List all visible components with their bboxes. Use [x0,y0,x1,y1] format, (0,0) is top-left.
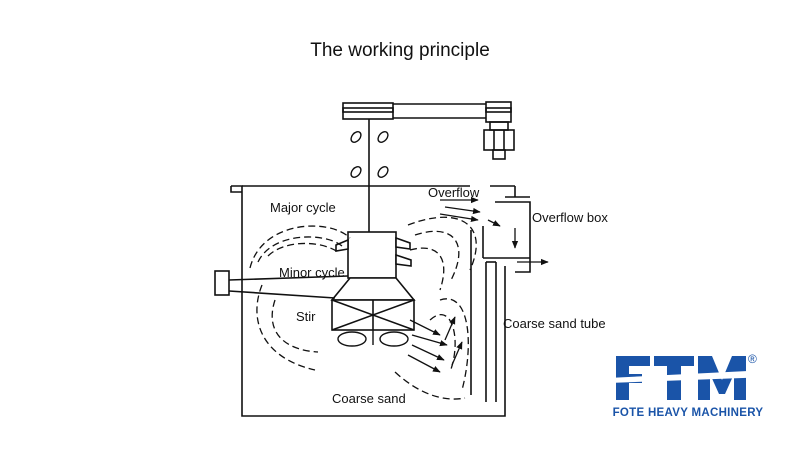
diagram-title: The working principle [310,40,490,61]
bearing-rollers [350,131,389,178]
label-major-cycle: Major cycle [270,200,336,215]
coarse-sand-tube [470,230,497,402]
brand-caption: FOTE HEAVY MACHINERY [612,407,764,419]
label-stir: Stir [296,309,316,324]
stirrer-assembly [330,231,416,331]
label-coarse-sand-tube: Coarse sand tube [503,316,606,331]
side-bracket [214,270,349,299]
impeller-blades [337,330,409,347]
label-overflow-box: Overflow box [532,210,608,225]
label-coarse-sand: Coarse sand [332,391,406,406]
motor [483,121,515,160]
ftm-logo [608,356,768,400]
label-overflow: Overflow [428,185,480,200]
tank [230,185,530,417]
label-minor-cycle: Minor cycle [279,265,345,280]
flow-lines [249,216,477,400]
overflow-box [482,201,531,273]
registered-mark: ® [748,352,757,366]
flow-arrows [407,196,549,373]
